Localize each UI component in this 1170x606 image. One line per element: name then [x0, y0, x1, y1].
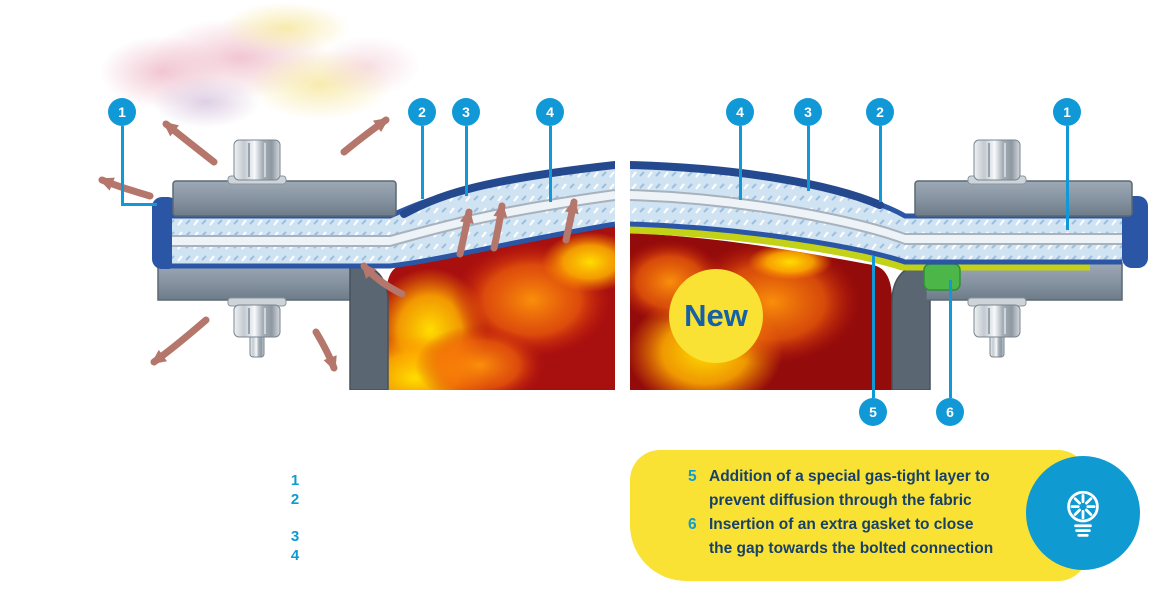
info-item-5-line1: Addition of a special gas-tight layer to — [709, 468, 990, 485]
callout-stem — [464, 126, 468, 196]
callout-left-2: 2 — [408, 98, 436, 126]
smoke-wisps — [100, 2, 420, 128]
top-flange-left — [172, 180, 397, 217]
callout-right-2: 2 — [866, 98, 894, 126]
outer-cover-left — [400, 161, 615, 218]
leak-arrows — [98, 116, 579, 372]
legend-number-2: 2 — [290, 491, 300, 508]
callout-left-3: 3 — [452, 98, 480, 126]
callout-right-4: 4 — [726, 98, 754, 126]
callout-stem — [1065, 126, 1069, 230]
info-item-6-line1: Insertion of an extra gasket to close — [709, 516, 974, 533]
outer-cover-right — [630, 161, 884, 209]
legend-number-3: 3 — [290, 528, 300, 545]
info-item-5-line2: prevent diffusion through the fabric — [709, 492, 972, 509]
info-item-6-line2: the gap towards the bolted connection — [709, 540, 994, 557]
callout-right-3: 3 — [794, 98, 822, 126]
right-panel-art — [630, 139, 1148, 390]
top-flange-right — [914, 180, 1133, 217]
callout-stem — [806, 126, 810, 191]
info-box: 5 Addition of a special gas-tight layer … — [630, 450, 1088, 581]
info-item-6-text: Insertion of an extra gasket to close th… — [709, 513, 993, 561]
lower-flange-left — [157, 262, 353, 301]
bolt-right — [967, 139, 1027, 358]
callout-stem — [548, 126, 552, 202]
bolt-left — [227, 139, 287, 358]
callout-right-1: 1 — [1053, 98, 1081, 126]
left-panel-art — [98, 2, 615, 390]
callout-left-1: 1 — [108, 98, 136, 126]
callout-stem — [420, 126, 424, 199]
idea-circle — [1026, 456, 1140, 570]
callout-left-4: 4 — [536, 98, 564, 126]
callout-stem — [120, 203, 157, 206]
callout-stem — [871, 256, 875, 398]
info-item-6-number: 6 — [688, 516, 697, 533]
extra-gasket — [923, 263, 961, 291]
lightbulb-icon — [1067, 490, 1099, 537]
fabric-cap-left — [152, 197, 178, 269]
info-item-6: 6 Insertion of an extra gasket to close … — [688, 513, 993, 561]
info-item-5-number: 5 — [688, 468, 697, 485]
info-item-5: 5 Addition of a special gas-tight layer … — [688, 465, 993, 513]
fabric-right — [630, 161, 1148, 268]
info-item-5-text: Addition of a special gas-tight layer to… — [709, 465, 990, 513]
callout-stem — [948, 280, 952, 398]
info-box-content: 5 Addition of a special gas-tight layer … — [688, 465, 993, 561]
fire-left — [386, 226, 615, 390]
legend-number-1: 1 — [290, 472, 300, 489]
new-badge: New — [669, 269, 763, 363]
callout-right-6: 6 — [936, 398, 964, 426]
gas-tight-layer — [630, 224, 1090, 271]
callout-right-5: 5 — [859, 398, 887, 426]
callout-stem — [120, 126, 124, 205]
legend-number-4: 4 — [290, 547, 300, 564]
callout-stem — [878, 126, 882, 202]
callout-stem — [738, 126, 742, 200]
